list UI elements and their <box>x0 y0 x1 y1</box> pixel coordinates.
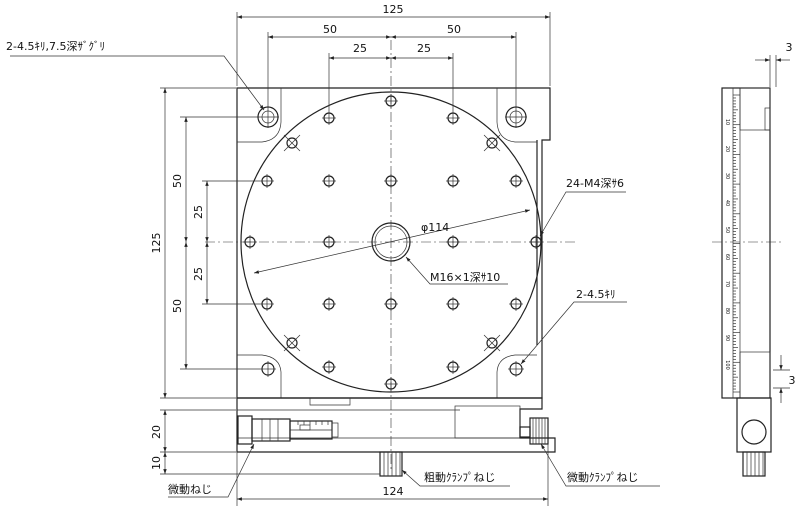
tapped-hole-icon <box>384 297 398 311</box>
dim-side-3-top: 3 <box>786 41 793 54</box>
scale-label: 80 <box>724 308 730 314</box>
coarse-clamp-screw-label: 粗動ｸﾗﾝﾌﾟねじ <box>424 470 496 484</box>
dim-left-50-bottom: 50 <box>171 299 184 313</box>
dim-left-25-bottom: 25 <box>192 267 205 281</box>
dimension-lines <box>160 12 551 506</box>
knurled-knob-icon <box>742 451 766 477</box>
m4-leader <box>539 191 626 237</box>
front-elevation <box>236 397 556 477</box>
tapped-hole-icon <box>446 174 460 188</box>
scale-label: 30 <box>724 173 730 179</box>
through-hole-icon <box>508 361 524 377</box>
knurled-knob-icon <box>379 451 403 477</box>
crossed-hole-icon <box>283 334 301 352</box>
micrometer-head-icon <box>237 415 339 445</box>
dim-left-125: 125 <box>150 233 163 254</box>
scale-label: 90 <box>724 335 730 341</box>
tapped-hole-icon <box>260 174 274 188</box>
dim-base-10: 10 <box>150 456 163 470</box>
dim-top-125: 125 <box>383 3 404 16</box>
tapped-hole-icon <box>243 235 257 249</box>
diameter-leader <box>253 209 531 274</box>
tapped-hole-icon <box>260 297 274 311</box>
fine-clamp-leader <box>540 443 660 487</box>
bottom-left-lug <box>237 354 282 398</box>
dim-base-20: 20 <box>150 425 163 439</box>
fine-drive-leader <box>168 443 255 498</box>
scale-label: 10 <box>724 119 730 125</box>
dim-top-25-left: 25 <box>353 42 367 55</box>
side-scale-labels: 10 20 30 40 50 60 70 80 90 100 <box>724 119 730 370</box>
tapped-hole-icon <box>384 377 398 391</box>
dim-side-3-bottom: 3 <box>789 374 796 387</box>
top-left-lug <box>237 88 282 143</box>
tapped-hole-icon <box>384 94 398 108</box>
dim-bottom-124: 124 <box>383 485 404 498</box>
center-tap-label: M16×1深ｻ10 <box>430 271 500 284</box>
crossed-hole-icon <box>483 134 501 152</box>
center-tap-leader <box>405 256 508 285</box>
tapped-hole-icon <box>322 297 336 311</box>
tapped-hole-icon <box>446 111 460 125</box>
scale-label: 20 <box>724 146 730 152</box>
stage-body-outline <box>236 87 551 399</box>
through-hole-leader <box>520 301 627 365</box>
side-view: 10 20 30 40 50 60 70 80 90 100 <box>712 55 790 477</box>
tapped-hole-icon <box>446 360 460 374</box>
side-knob-circle <box>741 419 767 445</box>
dimension-texts: 125 50 50 25 25 125 50 25 25 50 20 10 12… <box>150 3 796 498</box>
counterbore-leader <box>10 55 265 111</box>
scale-label: 40 <box>724 200 730 206</box>
knurled-knob-icon <box>519 417 549 445</box>
dim-top-50-left: 50 <box>323 23 337 36</box>
counterbore-hole-icon <box>505 106 527 128</box>
dim-left-50-top: 50 <box>171 174 184 188</box>
tapped-hole-icon <box>322 111 336 125</box>
side-scale-ticks <box>733 94 740 393</box>
crossed-hole-icon <box>283 134 301 152</box>
scale-label: 100 <box>724 360 730 370</box>
plan-view <box>205 40 578 470</box>
tapped-hole-icon <box>509 174 523 188</box>
tapped-hole-icon <box>446 235 460 249</box>
fine-clamp-screw-label: 微動ｸﾗﾝﾌﾟねじ <box>567 470 639 484</box>
bottom-right-lug <box>496 354 537 398</box>
tapped-hole-icon <box>322 235 336 249</box>
tapped-hole-icon <box>322 360 336 374</box>
fine-drive-screw-label: 微動ねじ <box>168 482 212 496</box>
tapped-hole-icon <box>529 235 543 249</box>
tapped-hole-icon <box>322 174 336 188</box>
counterbore-holes-label: 2-4.5ｷﾘ,7.5深ｻﾞｸﾞﾘ <box>6 40 105 53</box>
top-right-lug <box>496 88 537 143</box>
dim-left-25-top: 25 <box>192 205 205 219</box>
through-holes-label: 2-4.5ｷﾘ <box>576 288 615 301</box>
tapped-hole-icon <box>509 297 523 311</box>
tapped-hole-icon <box>446 297 460 311</box>
scale-label: 60 <box>724 254 730 260</box>
through-hole-icon <box>260 361 276 377</box>
side-view-outline <box>721 87 771 399</box>
callout-texts: 2-4.5ｷﾘ,7.5深ｻﾞｸﾞﾘ 24-M4深ｻ6 φ114 M16×1深ｻ1… <box>6 40 639 496</box>
dim-top-25-right: 25 <box>417 42 431 55</box>
scale-label: 70 <box>724 281 730 287</box>
coarse-clamp-leader <box>401 469 510 487</box>
tapped-hole-icon <box>384 174 398 188</box>
dim-top-50-right: 50 <box>447 23 461 36</box>
scale-label: 50 <box>724 227 730 233</box>
m4-tapped-holes <box>243 94 543 391</box>
m4-taps-label: 24-M4深ｻ6 <box>566 177 624 190</box>
callout-leaders <box>10 55 660 498</box>
counterbore-hole-icon <box>257 106 279 128</box>
diameter-label: φ114 <box>421 221 449 234</box>
crossed-hole-icon <box>483 334 501 352</box>
